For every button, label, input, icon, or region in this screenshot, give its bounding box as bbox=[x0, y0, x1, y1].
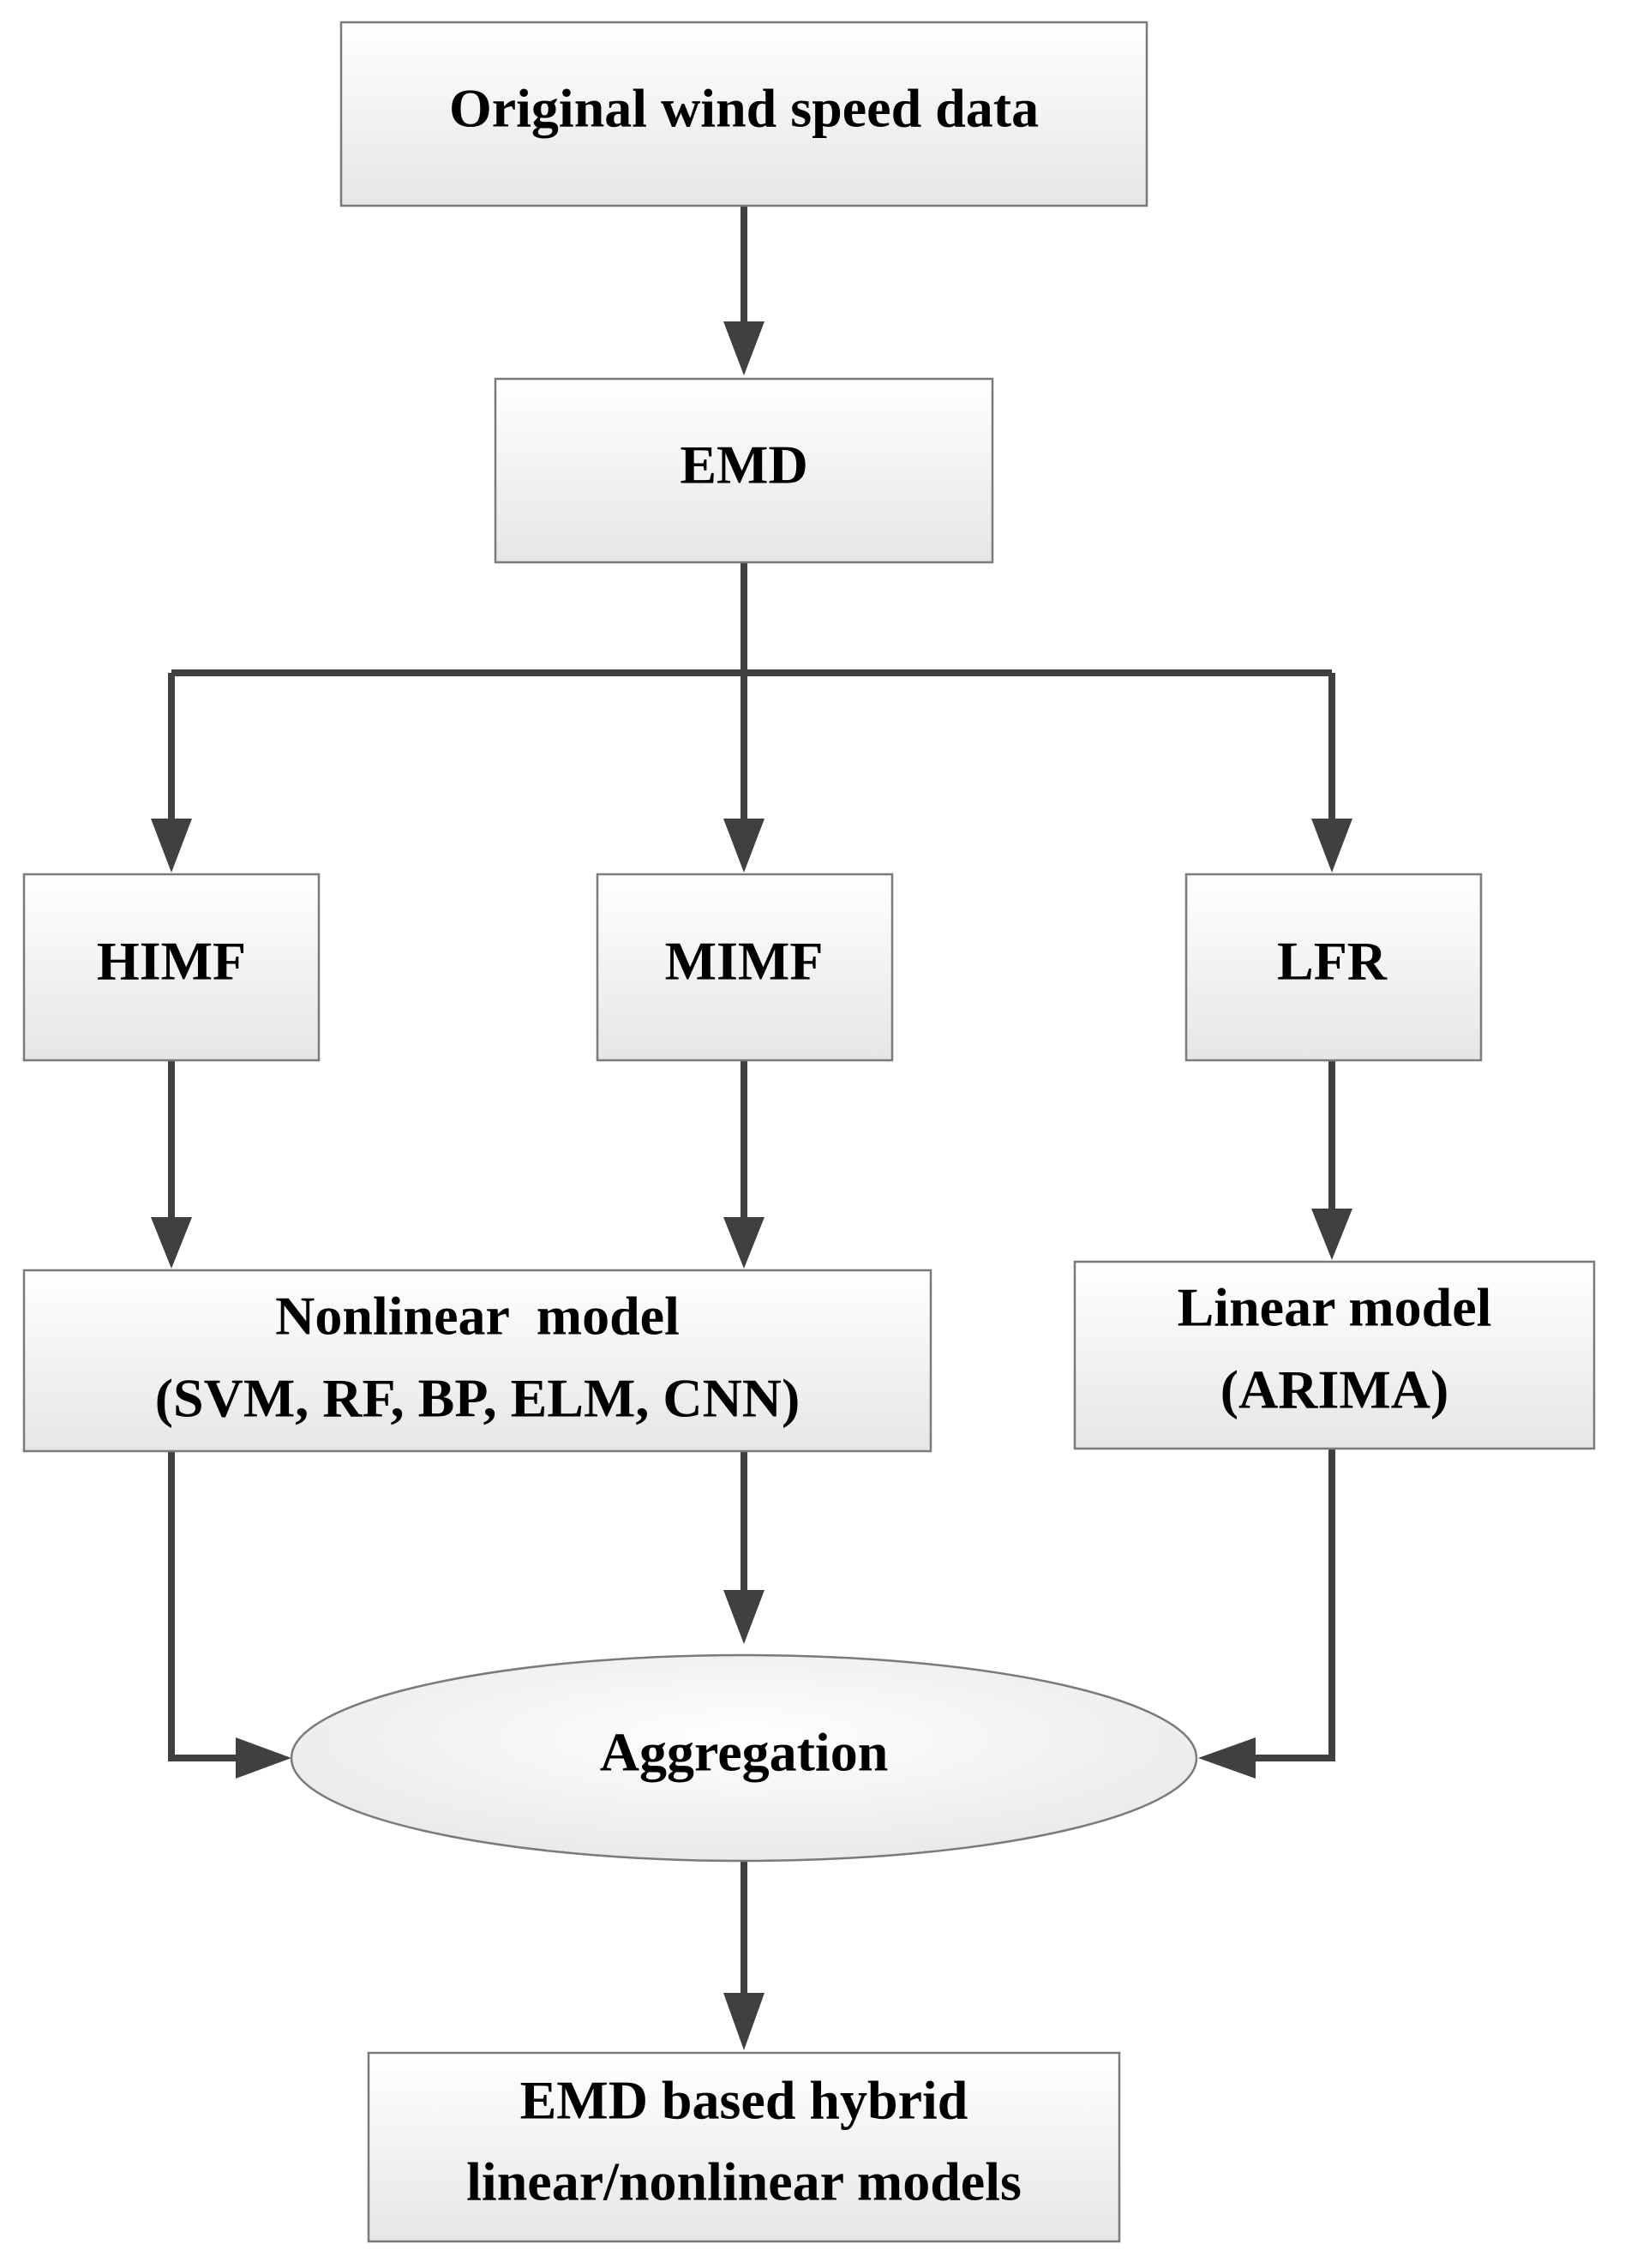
arrowhead-nonlinear-left bbox=[151, 1217, 192, 1269]
node-label: Aggregation bbox=[600, 1722, 889, 1783]
node-original-wind-speed-data: Original wind speed data bbox=[339, 21, 1148, 207]
arrowhead-emd bbox=[723, 321, 765, 375]
arrowhead-result bbox=[723, 1993, 765, 2050]
node-label: MIMF bbox=[665, 931, 824, 992]
arrowhead-nonlinear-right bbox=[723, 1217, 765, 1269]
node-label: EMD bbox=[680, 435, 807, 495]
edges bbox=[151, 206, 1352, 2050]
node-nonlinear-model: Nonlinear model (SVM, RF, BP, ELM, CNN) bbox=[22, 1269, 932, 1453]
node-himf: HIMF bbox=[22, 873, 321, 1062]
node-label-line-2: linear/nonlinear models bbox=[466, 2151, 1022, 2212]
arrowhead-himf bbox=[151, 819, 192, 873]
arrowhead-aggregation-left bbox=[236, 1737, 291, 1779]
arrowhead-aggregation-top bbox=[723, 1590, 765, 1644]
node-label-line-1: Nonlinear model bbox=[275, 1286, 680, 1347]
node-label-line-2: (SVM, RF, BP, ELM, CNN) bbox=[155, 1368, 801, 1429]
node-emd-based-hybrid-models: EMD based hybrid linear/nonlinear models bbox=[367, 2051, 1121, 2243]
node-label: HIMF bbox=[97, 931, 246, 992]
node-aggregation: Aggregation bbox=[290, 1653, 1198, 1863]
node-mimf: MIMF bbox=[596, 873, 894, 1062]
arrowhead-lfr bbox=[1311, 819, 1352, 873]
arrowhead-aggregation-right bbox=[1198, 1737, 1256, 1779]
node-lfr: LFR bbox=[1184, 873, 1483, 1062]
node-linear-model: Linear model (ARIMA) bbox=[1073, 1260, 1596, 1450]
node-label: LFR bbox=[1277, 931, 1388, 992]
edge-linear-to-aggregation bbox=[1251, 1449, 1335, 1761]
arrowhead-linear bbox=[1311, 1209, 1352, 1260]
arrowhead-mimf bbox=[723, 819, 765, 873]
node-label-line-1: EMD based hybrid bbox=[520, 2070, 968, 2131]
node-label: Original wind speed data bbox=[449, 78, 1039, 139]
node-emd: EMD bbox=[494, 377, 994, 564]
edge-nonlinear-left-to-aggregation bbox=[168, 1451, 240, 1761]
node-label-line-2: (ARIMA) bbox=[1220, 1359, 1449, 1420]
node-label-line-1: Linear model bbox=[1178, 1277, 1492, 1338]
